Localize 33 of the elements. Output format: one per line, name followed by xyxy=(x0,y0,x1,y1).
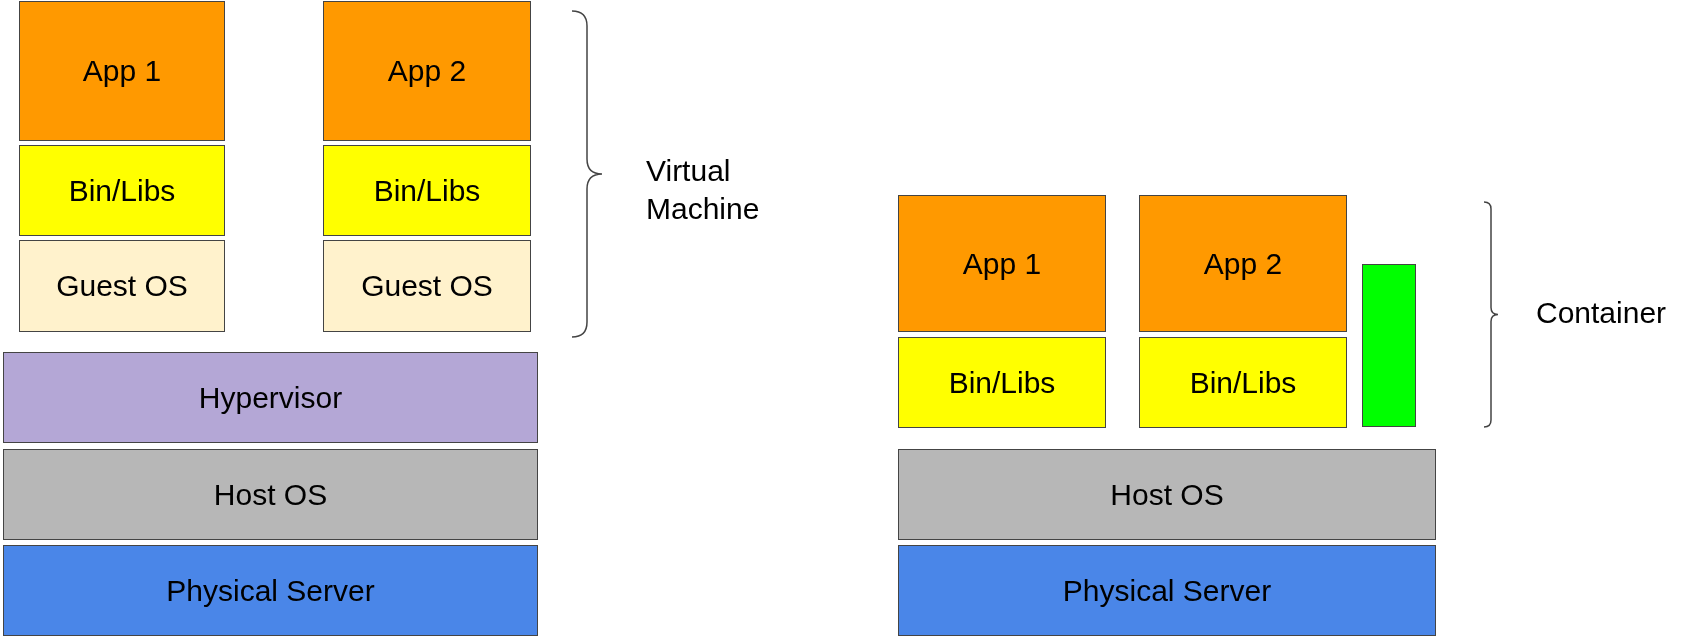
server-layer xyxy=(3,545,538,636)
engine-block xyxy=(1362,264,1416,427)
block-label: Bin/Libs xyxy=(68,173,176,208)
guest-os-block xyxy=(19,240,225,332)
hypervisor-layer xyxy=(3,352,538,443)
block-label: Bin/Libs xyxy=(948,365,1056,400)
app-block xyxy=(19,1,225,141)
app-block xyxy=(1139,195,1347,332)
guest-os-block xyxy=(323,240,531,332)
block-label: Physical Server xyxy=(166,573,375,608)
block-label: Host OS xyxy=(1110,477,1224,512)
libraries-block xyxy=(1139,337,1347,428)
block-label: Guest OS xyxy=(56,269,188,303)
block-label: Bin/Libs xyxy=(373,173,481,208)
block-label: App 1 xyxy=(962,246,1042,281)
libraries-block xyxy=(19,145,225,236)
block-label: App 2 xyxy=(1203,246,1283,281)
libraries-block xyxy=(898,337,1106,428)
block-label: Host OS xyxy=(213,477,328,512)
block-label: App 2 xyxy=(387,54,467,88)
block-label: Bin/Libs xyxy=(1189,365,1297,400)
block-label: App 1 xyxy=(82,54,162,88)
host-os-layer xyxy=(3,449,538,540)
block-label: Physical Server xyxy=(1062,573,1272,608)
block-label: Hypervisor xyxy=(198,380,343,415)
host-os-layer xyxy=(898,449,1436,540)
block-label: Guest OS xyxy=(361,269,493,303)
app-block xyxy=(898,195,1106,332)
server-layer xyxy=(898,545,1436,636)
bracket-label: Virtual Machine xyxy=(646,153,761,227)
app-block xyxy=(323,1,531,141)
libraries-block xyxy=(323,145,531,236)
bracket-label: Container xyxy=(1536,295,1668,331)
